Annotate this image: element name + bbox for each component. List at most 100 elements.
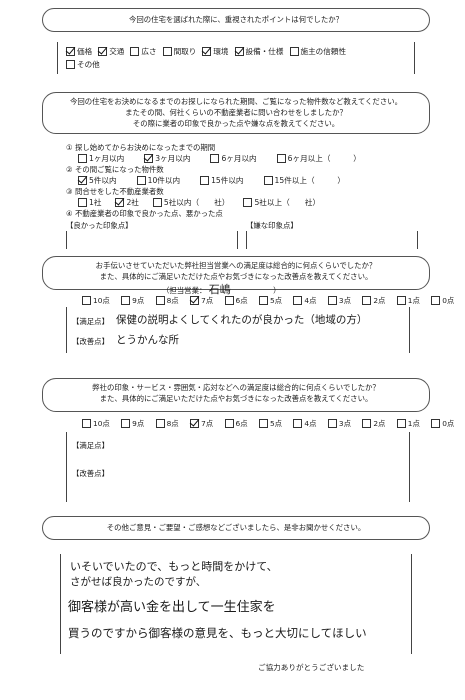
count-over15[interactable]: 15件以上（ ） bbox=[263, 175, 345, 186]
q3-satisfied-text: 保健の説明よくしてくれたのが良かった（地域の方） bbox=[116, 314, 368, 326]
checkbox[interactable] bbox=[136, 176, 146, 185]
checkbox[interactable] bbox=[162, 47, 172, 56]
staff-label-open: （担当営業： bbox=[162, 286, 207, 295]
q5-comment-box[interactable] bbox=[60, 554, 412, 654]
score-1[interactable]: 1点 bbox=[396, 295, 420, 306]
period-3m[interactable]: 3ヶ月以内 bbox=[144, 153, 190, 164]
count-10[interactable]: 10件以内 bbox=[136, 175, 180, 186]
checkbox[interactable] bbox=[82, 296, 91, 305]
q2-sub1: ① 探し始めてからお決めになったまでの期間 bbox=[66, 143, 216, 152]
score-3[interactable]: 3点 bbox=[327, 418, 351, 429]
score-4[interactable]: 4点 bbox=[293, 295, 317, 306]
bad-impression-field[interactable] bbox=[246, 231, 418, 249]
score-8[interactable]: 8点 bbox=[155, 418, 179, 429]
checkbox[interactable] bbox=[293, 296, 303, 305]
agents-2[interactable]: 2社 bbox=[115, 197, 139, 208]
q4-comment-box[interactable] bbox=[66, 432, 410, 502]
checkbox[interactable] bbox=[258, 419, 268, 428]
period-1m[interactable]: 1ヶ月以内 bbox=[78, 153, 124, 164]
checkbox[interactable] bbox=[362, 419, 372, 428]
checkbox[interactable] bbox=[327, 296, 337, 305]
good-impression-field[interactable] bbox=[66, 231, 238, 249]
checkbox[interactable] bbox=[155, 296, 165, 305]
q5-banner: その他ご意見・ご要望・ご感想などございましたら、是非お聞かせください。 bbox=[42, 516, 430, 540]
checkbox[interactable] bbox=[327, 419, 337, 428]
q1-banner: 今回の住宅を選ばれた際に、重視されたポイントは何でしたか？ bbox=[42, 8, 430, 32]
checkbox[interactable] bbox=[258, 296, 268, 305]
checkbox[interactable] bbox=[263, 176, 273, 185]
checkbox[interactable] bbox=[78, 176, 87, 185]
period-over6m[interactable]: 6ヶ月以上（ ） bbox=[276, 153, 361, 164]
checkbox[interactable] bbox=[66, 47, 75, 56]
period-6m[interactable]: 6ヶ月以内 bbox=[210, 153, 257, 164]
checkbox[interactable] bbox=[190, 419, 200, 428]
score-6[interactable]: 6点 bbox=[224, 295, 248, 306]
q3-satisfied-label: 【満足点】 bbox=[72, 317, 109, 326]
score-2[interactable]: 2点 bbox=[362, 418, 385, 429]
option-environment[interactable]: 環境 bbox=[202, 46, 229, 57]
checkbox[interactable] bbox=[78, 154, 87, 163]
checkbox[interactable] bbox=[98, 47, 108, 56]
score-10[interactable]: 10点 bbox=[82, 418, 110, 429]
q5-hand-line2: さがせば良かったのですが、 bbox=[70, 576, 207, 588]
checkbox[interactable] bbox=[431, 296, 441, 305]
score-2[interactable]: 2点 bbox=[362, 295, 385, 306]
score-7[interactable]: 7点 bbox=[190, 295, 213, 306]
agents-under5[interactable]: 5社以内（ 社） bbox=[152, 197, 229, 208]
checkbox[interactable] bbox=[396, 296, 406, 305]
checkbox[interactable] bbox=[82, 419, 91, 428]
checkbox[interactable] bbox=[121, 296, 131, 305]
checkbox[interactable] bbox=[130, 47, 140, 56]
score-6[interactable]: 6点 bbox=[224, 418, 248, 429]
checkbox[interactable] bbox=[78, 198, 87, 207]
checkbox[interactable] bbox=[224, 419, 234, 428]
score-7[interactable]: 7点 bbox=[190, 418, 213, 429]
score-9[interactable]: 9点 bbox=[121, 418, 144, 429]
checkbox[interactable] bbox=[115, 198, 125, 207]
score-4[interactable]: 4点 bbox=[293, 418, 317, 429]
score-5[interactable]: 5点 bbox=[258, 418, 282, 429]
count-15[interactable]: 15件以内 bbox=[200, 175, 244, 186]
option-other[interactable]: その他 bbox=[66, 59, 100, 70]
checkbox[interactable] bbox=[202, 47, 212, 56]
bad-impression-label: 【嫌な印象点】 bbox=[246, 221, 298, 230]
checkbox[interactable] bbox=[224, 296, 234, 305]
checkbox[interactable] bbox=[396, 419, 406, 428]
checkbox[interactable] bbox=[66, 60, 75, 69]
agents-over5[interactable]: 5社以上（ 社） bbox=[243, 197, 320, 208]
agents-1[interactable]: 1社 bbox=[78, 197, 101, 208]
checkbox[interactable] bbox=[210, 154, 220, 163]
score-5[interactable]: 5点 bbox=[258, 295, 282, 306]
checkbox[interactable] bbox=[152, 198, 162, 207]
checkbox[interactable] bbox=[293, 419, 303, 428]
checkbox[interactable] bbox=[234, 47, 244, 56]
checkbox[interactable] bbox=[276, 154, 286, 163]
checkbox[interactable] bbox=[121, 419, 131, 428]
q3-comment-box[interactable] bbox=[66, 307, 410, 353]
checkbox[interactable] bbox=[144, 154, 154, 163]
checkbox[interactable] bbox=[362, 296, 372, 305]
good-impression-label: 【良かった印象点】 bbox=[66, 221, 133, 230]
checkbox[interactable] bbox=[190, 296, 200, 305]
checkbox[interactable] bbox=[243, 198, 253, 207]
score-10[interactable]: 10点 bbox=[82, 295, 110, 306]
option-builder-trust[interactable]: 施主の信頼性 bbox=[289, 46, 346, 57]
checkbox[interactable] bbox=[289, 47, 299, 56]
option-transport[interactable]: 交通 bbox=[98, 46, 124, 57]
score-0[interactable]: 0点 bbox=[431, 418, 454, 429]
score-1[interactable]: 1点 bbox=[396, 418, 420, 429]
score-0[interactable]: 0点 bbox=[431, 295, 454, 306]
score-3[interactable]: 3点 bbox=[327, 295, 351, 306]
q4-improve-label: 【改善点】 bbox=[72, 469, 109, 478]
score-8[interactable]: 8点 bbox=[155, 295, 179, 306]
count-5[interactable]: 5件以内 bbox=[78, 175, 117, 186]
checkbox[interactable] bbox=[431, 419, 441, 428]
option-equipment[interactable]: 設備・仕様 bbox=[234, 46, 284, 57]
option-layout[interactable]: 間取り bbox=[162, 46, 196, 57]
option-price[interactable]: 価格 bbox=[66, 46, 92, 57]
option-size[interactable]: 広さ bbox=[130, 46, 157, 57]
score-9[interactable]: 9点 bbox=[121, 295, 144, 306]
q4-scores-row: 10点 9点 8点 7点 6点 5点 4点 3点 2点 1点 0点 bbox=[82, 418, 463, 430]
checkbox[interactable] bbox=[200, 176, 210, 185]
checkbox[interactable] bbox=[155, 419, 165, 428]
